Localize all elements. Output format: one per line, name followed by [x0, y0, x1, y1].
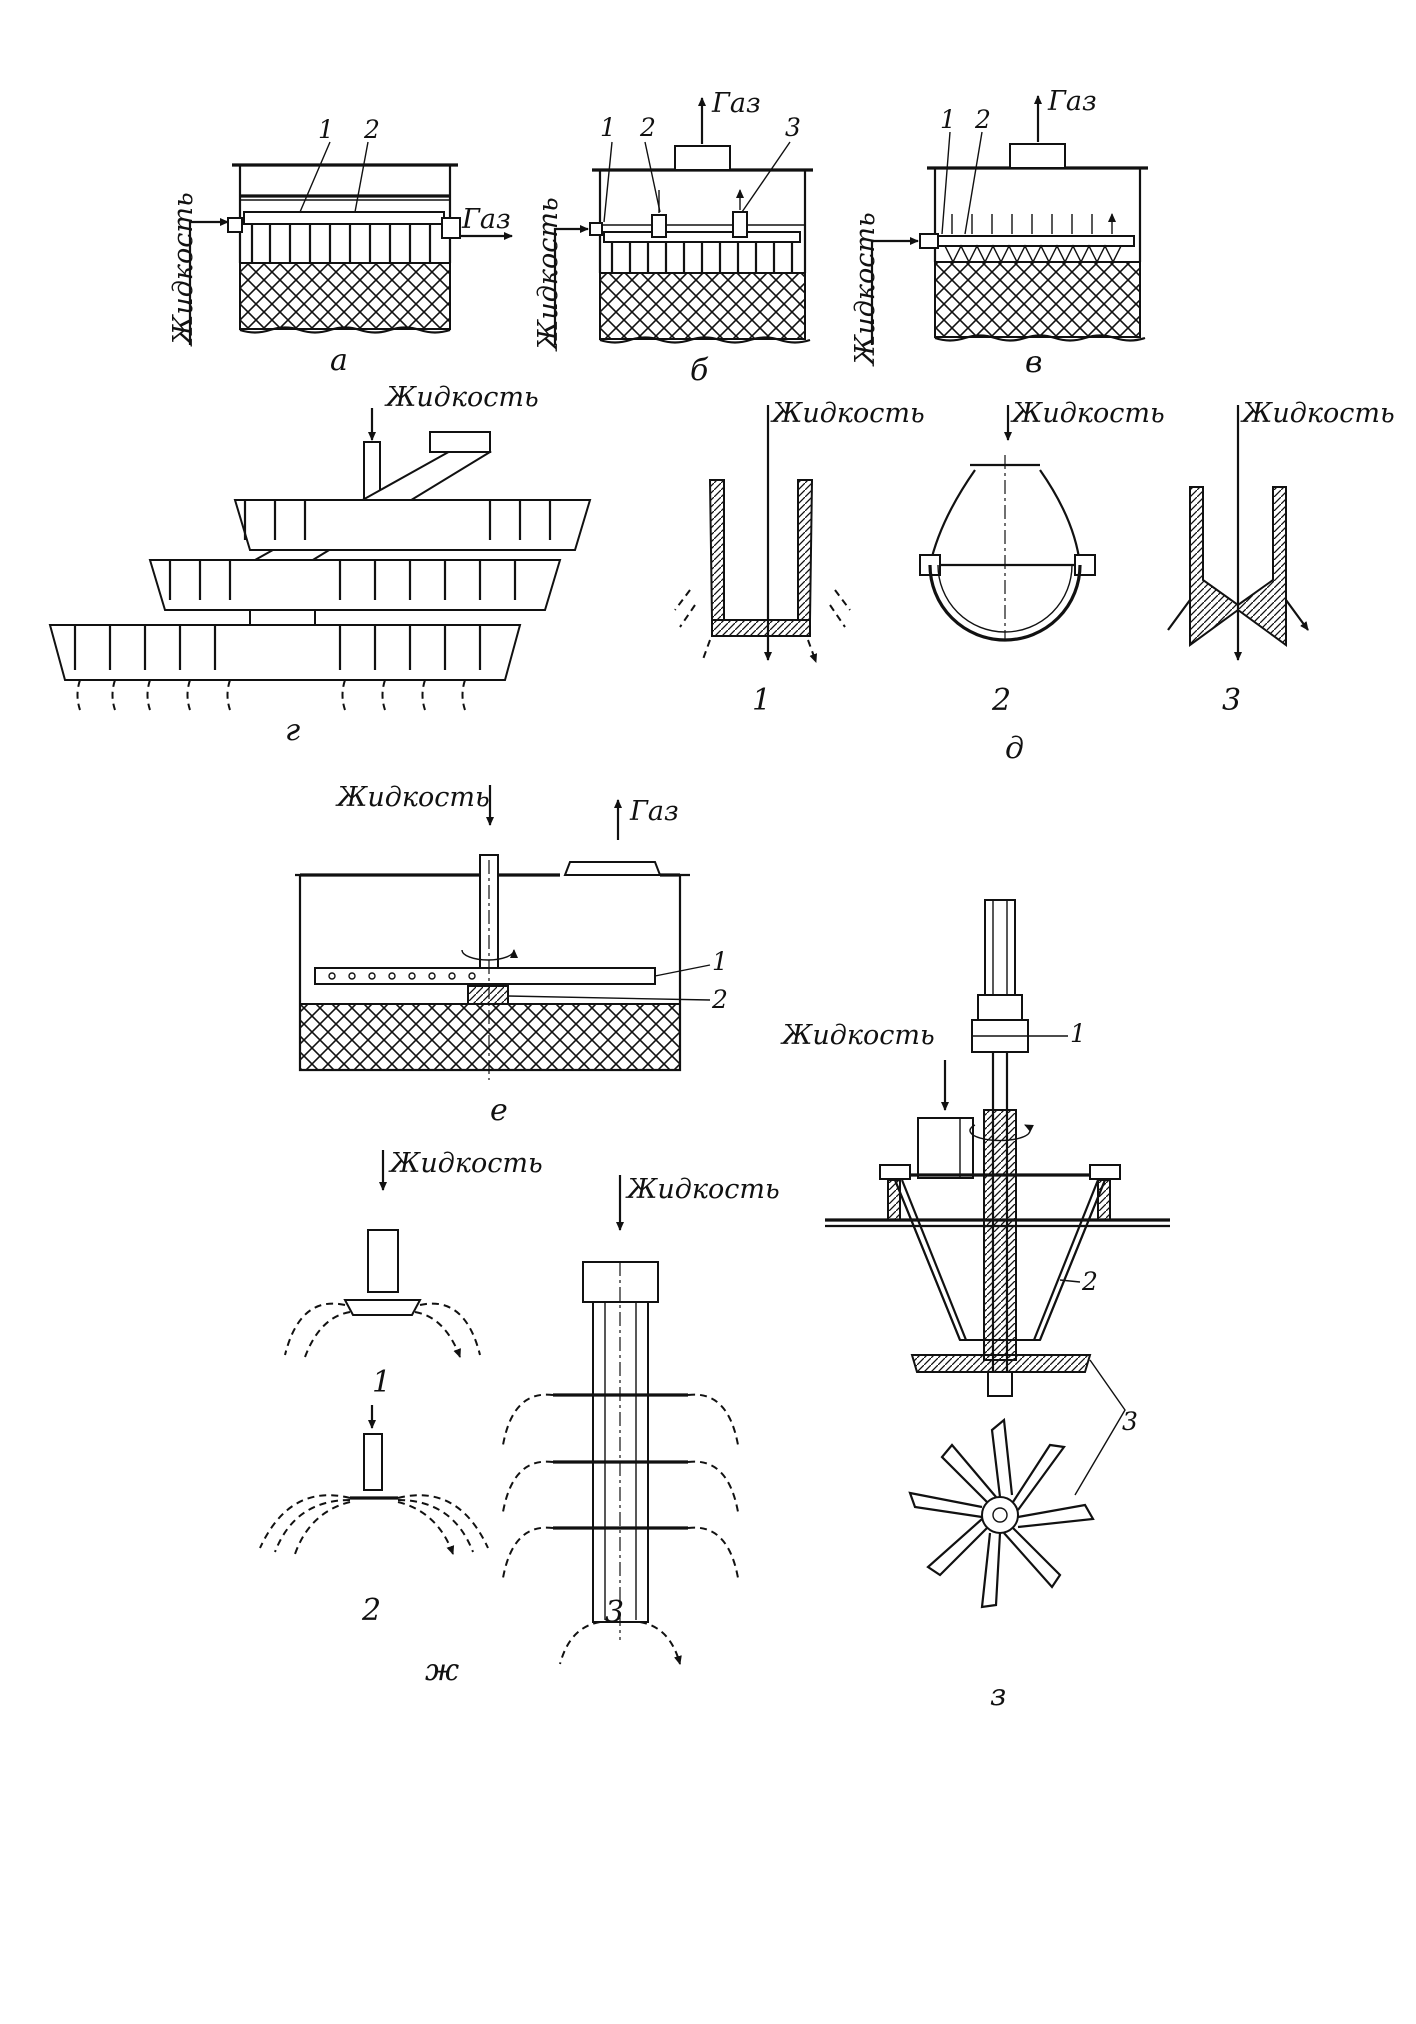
drive-shaft-housing-z [984, 899, 1016, 1001]
liquid-label-g: Жидкость [384, 382, 539, 413]
liquid-label-e: Жидкость [335, 782, 490, 813]
caption-a: а [330, 343, 348, 378]
callout-2-v: 2 [974, 105, 991, 134]
distribution-troughs-a [227, 211, 461, 262]
spinner-top-view-z [908, 1417, 1095, 1609]
panel-v: Газ Жидкость 1 2 в [850, 86, 1148, 380]
gas-riser-b2 [732, 211, 748, 238]
callout-3-zh: 3 [605, 1595, 624, 1630]
liquid-inlet-pipe-z [917, 1117, 974, 1179]
callout-1-zh: 1 [372, 1365, 391, 1400]
callout-1-v: 1 [940, 105, 956, 134]
callout-1-d: 1 [752, 683, 771, 718]
liquid-label-z: Жидкость [780, 1020, 935, 1051]
caption-v: в [1025, 345, 1042, 380]
liquid-label-v: Жидкость [850, 212, 881, 367]
caption-d: д [1005, 731, 1024, 766]
spray-arrows-v [951, 214, 1112, 234]
liquid-inlet-arrow-a [188, 218, 229, 345]
sprinkler-arm-e [314, 967, 656, 985]
callout-1-b: 1 [600, 113, 616, 142]
caption-g: г [285, 713, 300, 748]
caption-e: е [490, 1093, 508, 1128]
callout-2-d: 2 [991, 683, 1011, 718]
cone-distributor-z [983, 1109, 1017, 1361]
callout-2-z: 2 [1081, 1267, 1098, 1296]
packing-layer-e [299, 1003, 681, 1071]
gas-nozzle-b [674, 145, 731, 171]
liquid-label-d1: Жидкость [770, 398, 925, 429]
perforated-pipe-v [937, 235, 1135, 247]
sprinkler-holes-e [328, 972, 476, 980]
gas-label-v: Газ [1047, 86, 1097, 117]
packing-layer-b [599, 272, 806, 340]
gas-label-e: Газ [629, 796, 679, 827]
callout-1-e: 1 [712, 947, 728, 976]
callout-1-a: 1 [318, 115, 334, 144]
liquid-label-b: Жидкость [533, 197, 564, 352]
panel-b: Газ Жидкость 1 2 3 б [533, 88, 813, 388]
gas-label-a: Газ [461, 204, 511, 235]
callout-3-d: 3 [1222, 683, 1241, 718]
panel-g: Жидкость г [48, 382, 592, 748]
gas-nozzle-e [563, 861, 662, 876]
callout-2-a: 2 [363, 115, 380, 144]
callout-3-z: 3 [1122, 1407, 1138, 1436]
gas-riser-b1 [651, 214, 667, 238]
callout-2-e: 2 [711, 985, 728, 1014]
panel-e: Жидкость Газ 1 2 е [295, 782, 728, 1128]
panel-zh: Жидкость 1 2 ж Жидкость 3 [259, 1148, 780, 1688]
caption-z: з [990, 1678, 1006, 1713]
packing-layer-a [239, 262, 451, 330]
spray-plate-zh1 [343, 1299, 422, 1316]
callout-1-z: 1 [1070, 1019, 1086, 1048]
caption-b: б [690, 353, 709, 388]
liquid-label-zh3: Жидкость [625, 1174, 780, 1205]
cone-nozzle-d3 [1189, 486, 1287, 647]
callout-2-b: 2 [639, 113, 656, 142]
callout-3-b: 3 [785, 113, 801, 142]
panel-a: Жидкость Газ 1 2 а [168, 115, 513, 378]
spinner-disc-z [910, 1354, 1092, 1373]
panel-z: 1 Жидкость 2 3 [780, 899, 1170, 1713]
liquid-label-d3: Жидкость [1240, 398, 1395, 429]
liquid-label-zh1: Жидкость [388, 1148, 543, 1179]
packing-layer-v [934, 261, 1141, 338]
side-troughs-g [48, 499, 592, 681]
panel-d: Жидкость 1 Жидкость 2 Жидкость 3 д [674, 398, 1395, 766]
callout-2-zh: 2 [361, 1593, 381, 1628]
liquid-label-d2: Жидкость [1010, 398, 1165, 429]
gas-label-b: Газ [711, 88, 761, 119]
caption-zh: ж [425, 1653, 459, 1688]
liquid-label-a: Жидкость [168, 192, 199, 347]
